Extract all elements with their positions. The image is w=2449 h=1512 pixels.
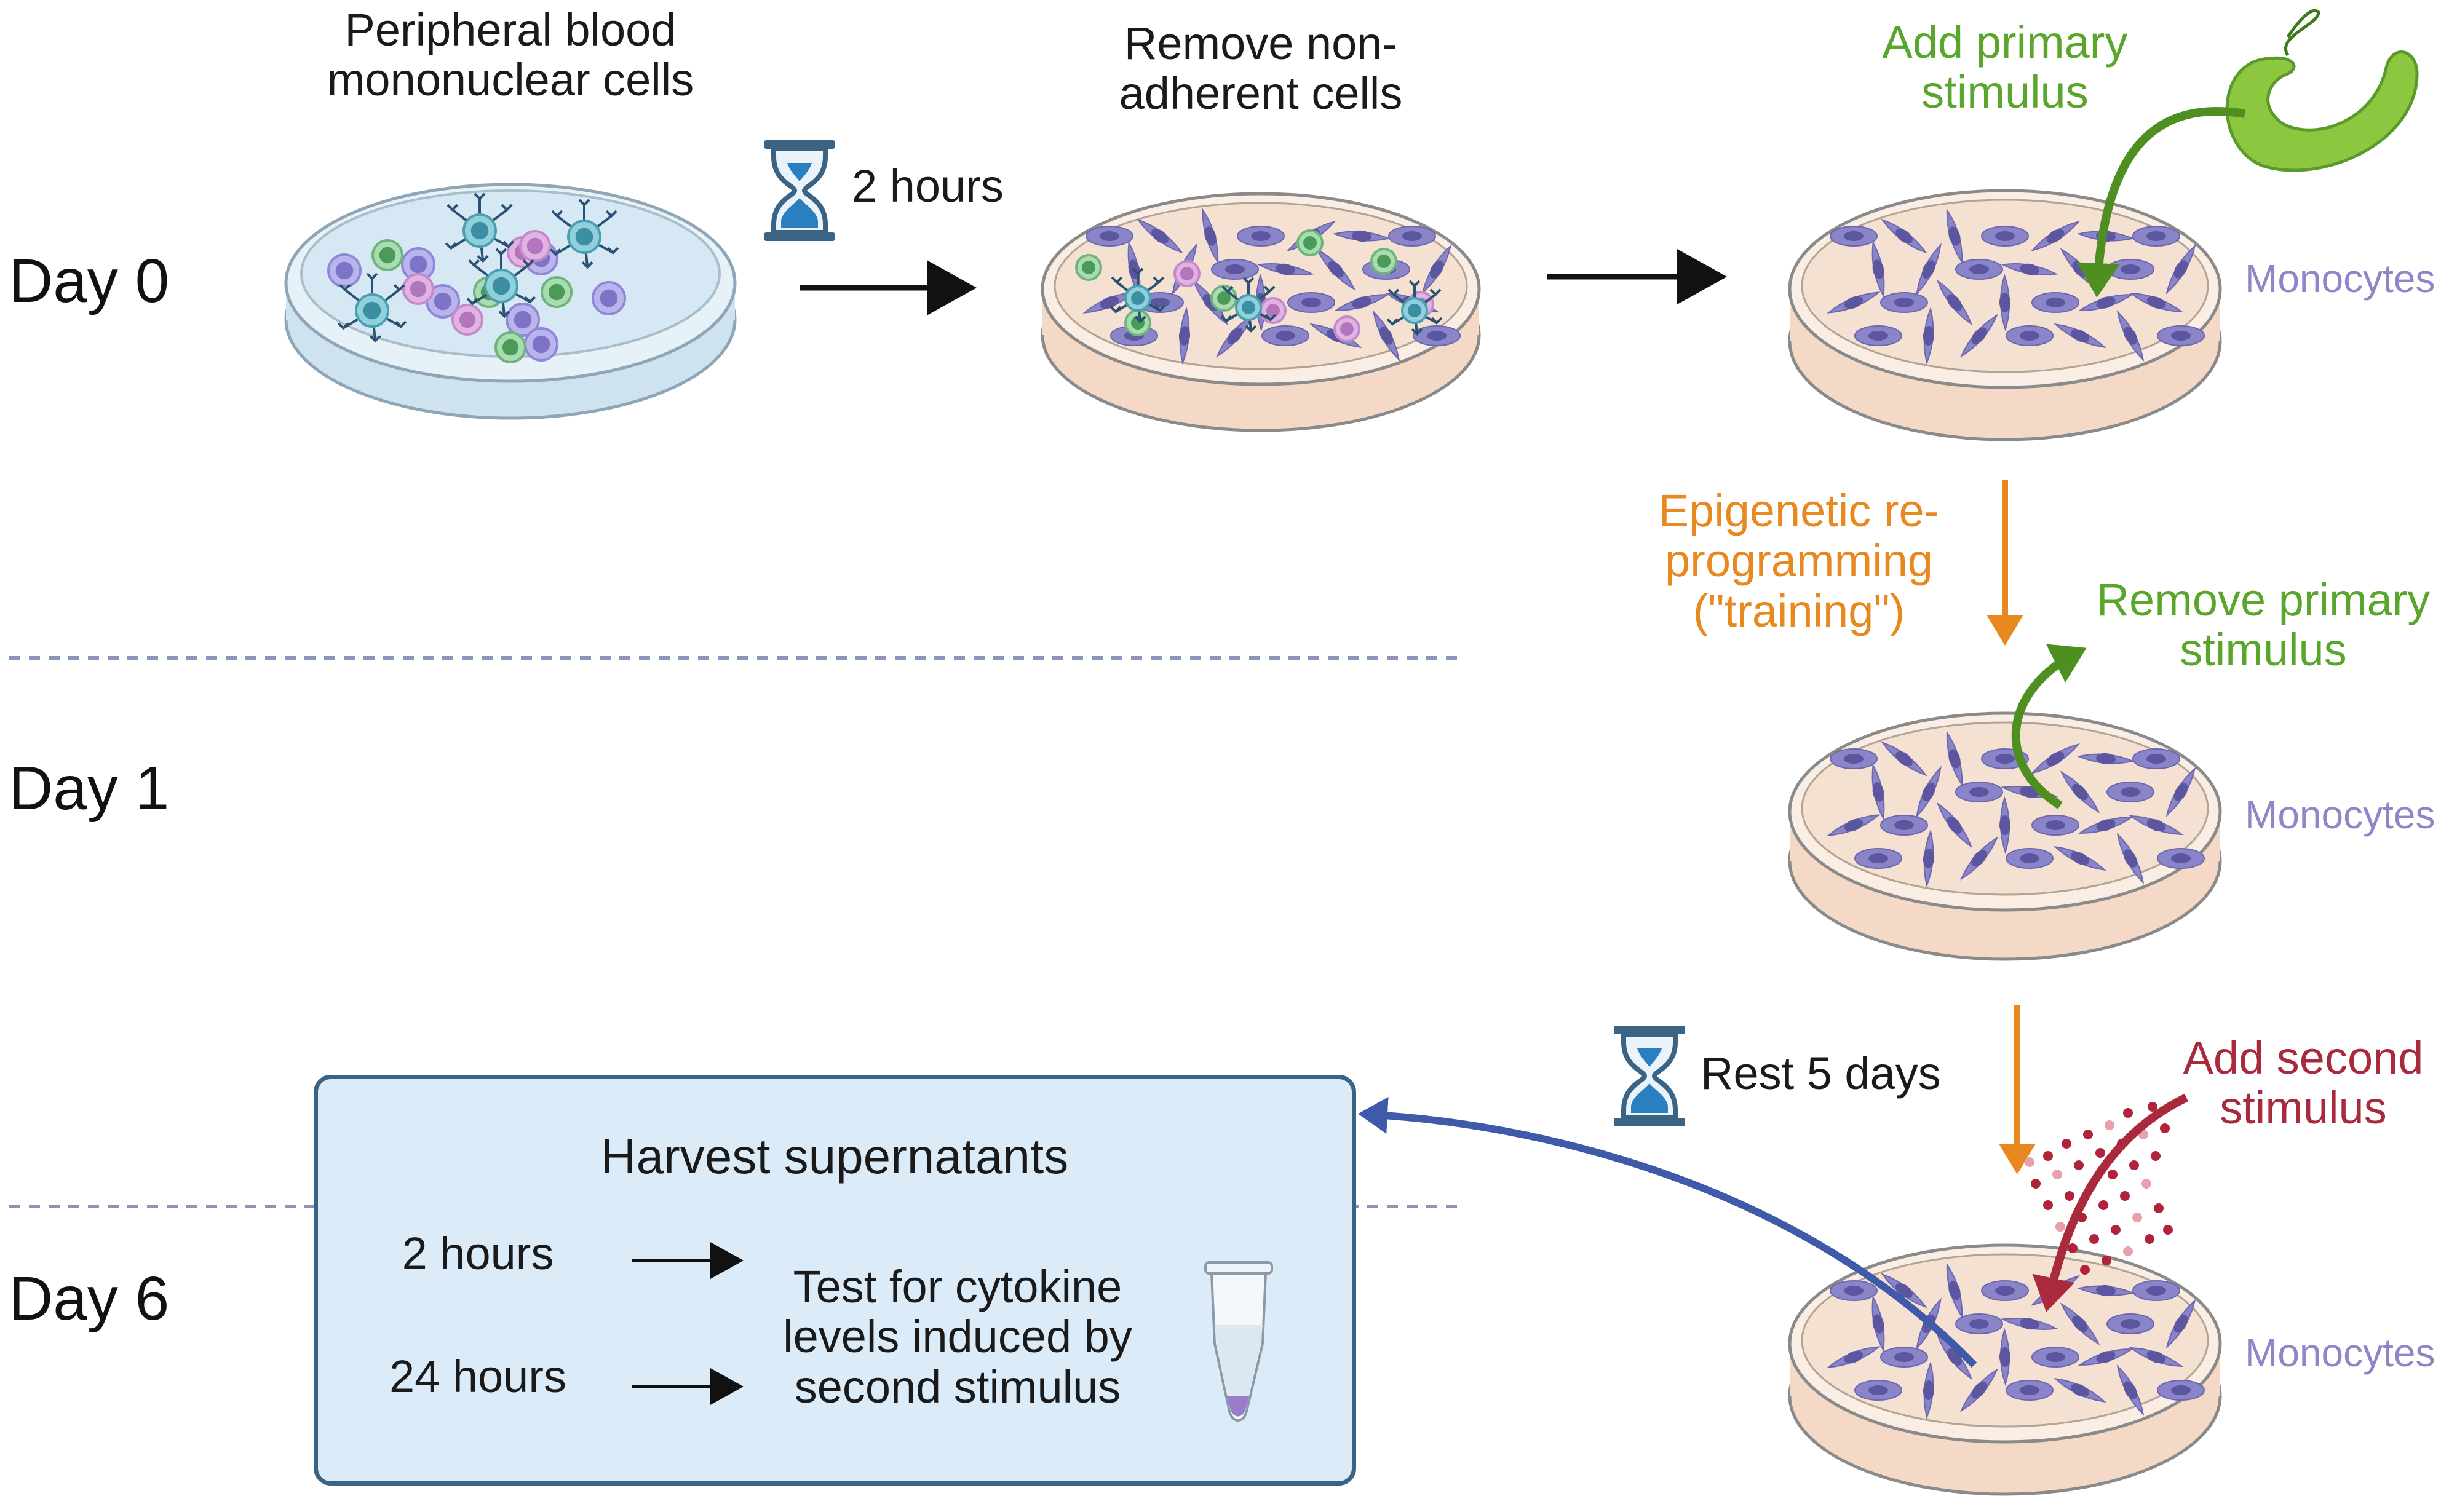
- pbmc-label: Peripheral blood mononuclear cells: [327, 4, 694, 106]
- stimulus-particle: [2145, 1234, 2154, 1244]
- stimulus-particle: [2074, 1160, 2084, 1170]
- dendritic-cell: [1109, 267, 1166, 323]
- monocytes-label: Monocytes: [2245, 1331, 2435, 1375]
- stimulus-particle: [2148, 1102, 2157, 1112]
- day-6-label: Day 6: [9, 1264, 170, 1333]
- bacterium-icon: [2225, 9, 2419, 172]
- stimulus-particle: [2102, 1256, 2111, 1265]
- add-second-stimulus-arrow: [2032, 1093, 2189, 1312]
- stimulus-particle: [2052, 1170, 2062, 1179]
- stimulus-particle: [2163, 1225, 2173, 1235]
- stimulus-particle: [2123, 1246, 2133, 1256]
- lymphocyte-cell: [524, 327, 558, 362]
- stimulus-particle: [2132, 1213, 2142, 1222]
- remove-primary-stimulus-arrow: [2011, 644, 2087, 809]
- stimulus-particle: [2111, 1225, 2121, 1235]
- lymphocyte-cell: [1075, 254, 1102, 281]
- harvest-box: Harvest supernatants 2 hours 24 hours Te…: [314, 1075, 1356, 1486]
- lymphocyte-cell: [327, 253, 362, 288]
- lymphocyte-cell: [1210, 285, 1237, 312]
- lymphocyte-cell: [1124, 309, 1151, 336]
- dendritic-cell: [337, 272, 407, 343]
- stimulus-particle: [2089, 1234, 2099, 1244]
- hourglass-icon: [764, 140, 835, 241]
- pbmc-cells: [327, 192, 626, 363]
- stimulus-particle: [2160, 1123, 2170, 1133]
- lymphocyte-cell: [371, 239, 403, 271]
- lymphocyte-cell: [402, 273, 434, 305]
- dendritic-cell: [466, 248, 536, 319]
- stimulus-particle: [2068, 1243, 2078, 1253]
- dendritic-cell: [1220, 277, 1277, 333]
- stimulus-particle: [2123, 1108, 2133, 1118]
- stimulus-particle: [2031, 1179, 2041, 1189]
- stimulus-particle: [2098, 1200, 2108, 1210]
- harvest-title: Harvest supernatants: [600, 1129, 1069, 1184]
- lymphocyte-cell: [1296, 229, 1324, 256]
- lymphocyte-cell: [506, 303, 540, 337]
- pbmc-petri-dish: [284, 183, 737, 420]
- lymphocyte-cell: [494, 331, 526, 363]
- lymphocyte-cell: [451, 304, 483, 336]
- lymphocyte-cell: [519, 230, 551, 262]
- stimulus-particle: [2108, 1170, 2118, 1179]
- stimulus-particle: [2083, 1130, 2093, 1139]
- add-primary-stimulus-arrow: [2076, 107, 2246, 298]
- stimulus-particle: [2151, 1151, 2161, 1161]
- day-0-label: Day 0: [9, 247, 170, 315]
- day-1-label: Day 1: [9, 754, 170, 823]
- stimulus-particle: [2141, 1179, 2151, 1189]
- dendritic-cell: [1386, 280, 1443, 336]
- hourglass-icon: [1614, 1026, 1685, 1126]
- monocytes-label: Monocytes: [2245, 793, 2435, 837]
- wait-time-label: 2 hours: [852, 160, 1004, 212]
- harvest-time-2h: 2 hours: [402, 1228, 554, 1279]
- stimulus-particle: [2129, 1160, 2139, 1170]
- lymphocyte-cell: [1260, 297, 1287, 324]
- stimulus-particle: [2025, 1157, 2034, 1167]
- remove-primary-stimulus-label: Remove primary stimulus: [2096, 574, 2431, 676]
- stimulus-particle: [2043, 1151, 2053, 1161]
- dendritic-cell: [549, 199, 619, 269]
- adherent-monocytes: [1075, 208, 2205, 1420]
- stimulus-particle: [2055, 1222, 2065, 1232]
- stimulus-particle: [2080, 1265, 2090, 1275]
- monocytes-label: Monocytes: [2245, 256, 2435, 301]
- rest-duration-label: Rest 5 days: [1701, 1048, 1941, 1099]
- harvest-arrow: [1358, 1097, 1977, 1368]
- lymphocyte-cell: [1173, 260, 1201, 287]
- lymphocyte-cell: [1370, 248, 1397, 275]
- lymphocyte-cell: [592, 281, 626, 315]
- stimulus-particle: [2105, 1120, 2114, 1130]
- lymphocyte-cell: [1333, 315, 1360, 342]
- harvest-time-24h: 24 hours: [389, 1351, 566, 1402]
- dendritic-cell: [445, 192, 515, 263]
- stimulus-particle: [2120, 1191, 2130, 1201]
- test-tube-icon: [1204, 1261, 1273, 1422]
- add-second-stimulus-label: Add second stimulus: [2183, 1032, 2424, 1134]
- lymphocyte-cell: [541, 276, 573, 308]
- harvest-arrows: [632, 1242, 1273, 1422]
- stimulus-particle: [2062, 1139, 2071, 1149]
- stimulus-particle: [2043, 1200, 2053, 1210]
- epigenetic-reprogramming-label: Epigenetic re- programming ("training"): [1658, 485, 1940, 636]
- add-primary-stimulus-label: Add primary stimulus: [1882, 17, 2128, 118]
- stimulus-particle: [2095, 1148, 2105, 1158]
- stimulus-particle: [2065, 1191, 2074, 1201]
- remove-nonadherent-label: Remove non- adherent cells: [1119, 18, 1403, 119]
- stimulus-particle: [2154, 1203, 2164, 1213]
- cytokine-test-label: Test for cytokine levels induced by seco…: [783, 1261, 1132, 1412]
